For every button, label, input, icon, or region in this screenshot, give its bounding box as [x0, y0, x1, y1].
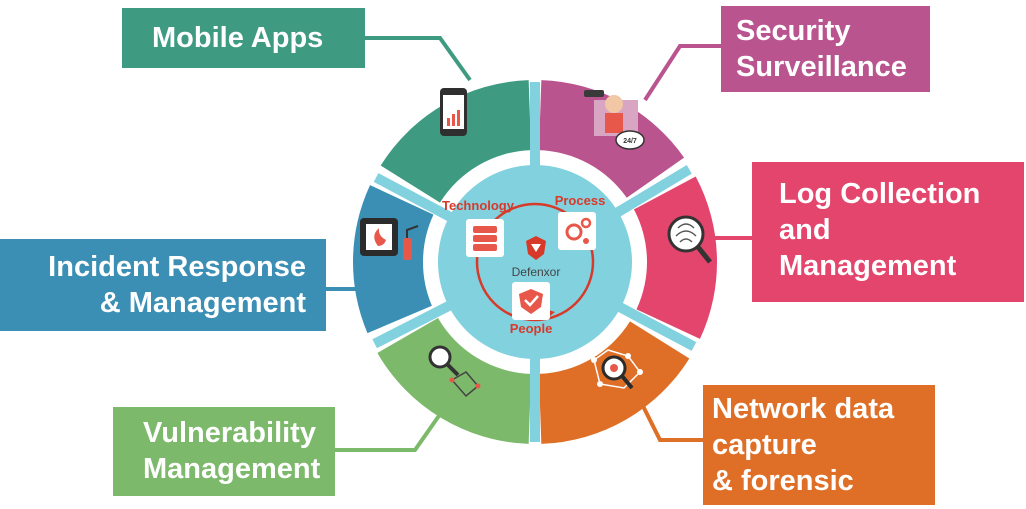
security-label-line-1: Security [736, 15, 851, 47]
vulnerability-label-line-1: Vulnerability [143, 417, 316, 449]
hub-brand: Defenxor [512, 265, 561, 279]
network-magnifier-icon [591, 349, 643, 390]
incident-label-line-1: Incident Response [48, 251, 306, 283]
server-icon [466, 219, 504, 257]
network-label-line-1: Network data [712, 393, 895, 425]
segment-log [633, 176, 717, 339]
segment-network [538, 321, 690, 444]
incident-response-box: Incident Response & Management [0, 239, 326, 331]
fingerprint-magnifier-icon [667, 215, 712, 264]
connector-security [643, 44, 721, 102]
security-guard-cctv-icon: 24/7 [584, 90, 645, 150]
mobile-apps-label: Mobile Apps [152, 22, 324, 54]
connector-vulnerability [335, 398, 452, 452]
network-forensic-box: Network data capture & forensic [703, 385, 935, 505]
fire-extinguisher-icon [360, 218, 419, 260]
label-technology: Technology [442, 198, 515, 213]
vulnerability-management-box: Vulnerability Management [113, 407, 335, 496]
gears-icon [558, 212, 596, 250]
svg-text:24/7: 24/7 [623, 138, 637, 145]
log-label-line-1: Log Collection [779, 178, 981, 210]
segment-security [538, 80, 685, 198]
defenxor-logo [526, 236, 546, 260]
security-surveillance-box: Security Surveillance [721, 6, 930, 92]
magnifier-network-icon [428, 345, 481, 398]
log-collection-box: Log Collection and Management [752, 162, 1024, 302]
label-people: People [510, 321, 553, 336]
security-label-line-2: Surveillance [736, 51, 907, 83]
log-label-line-3: Management [779, 250, 957, 282]
shield-icon [512, 282, 550, 320]
segment-incident [352, 185, 434, 334]
network-label-line-2: capture [712, 429, 817, 461]
segment-mobile [380, 80, 532, 203]
hub-spokes [372, 82, 697, 442]
incident-label-line-2: & Management [99, 287, 306, 319]
mobile-apps-box: Mobile Apps [122, 8, 365, 68]
vulnerability-label-line-2: Management [143, 453, 321, 485]
spoke-3 [616, 302, 697, 351]
log-label-line-2: and [779, 214, 831, 246]
smartphone-icon [440, 88, 467, 136]
spoke-2 [613, 165, 692, 218]
connector-mobile [365, 36, 472, 82]
network-label-line-3: & forensic [712, 465, 854, 497]
spoke-5 [372, 300, 453, 349]
spoke-6 [373, 173, 454, 222]
label-process: Process [555, 193, 606, 208]
